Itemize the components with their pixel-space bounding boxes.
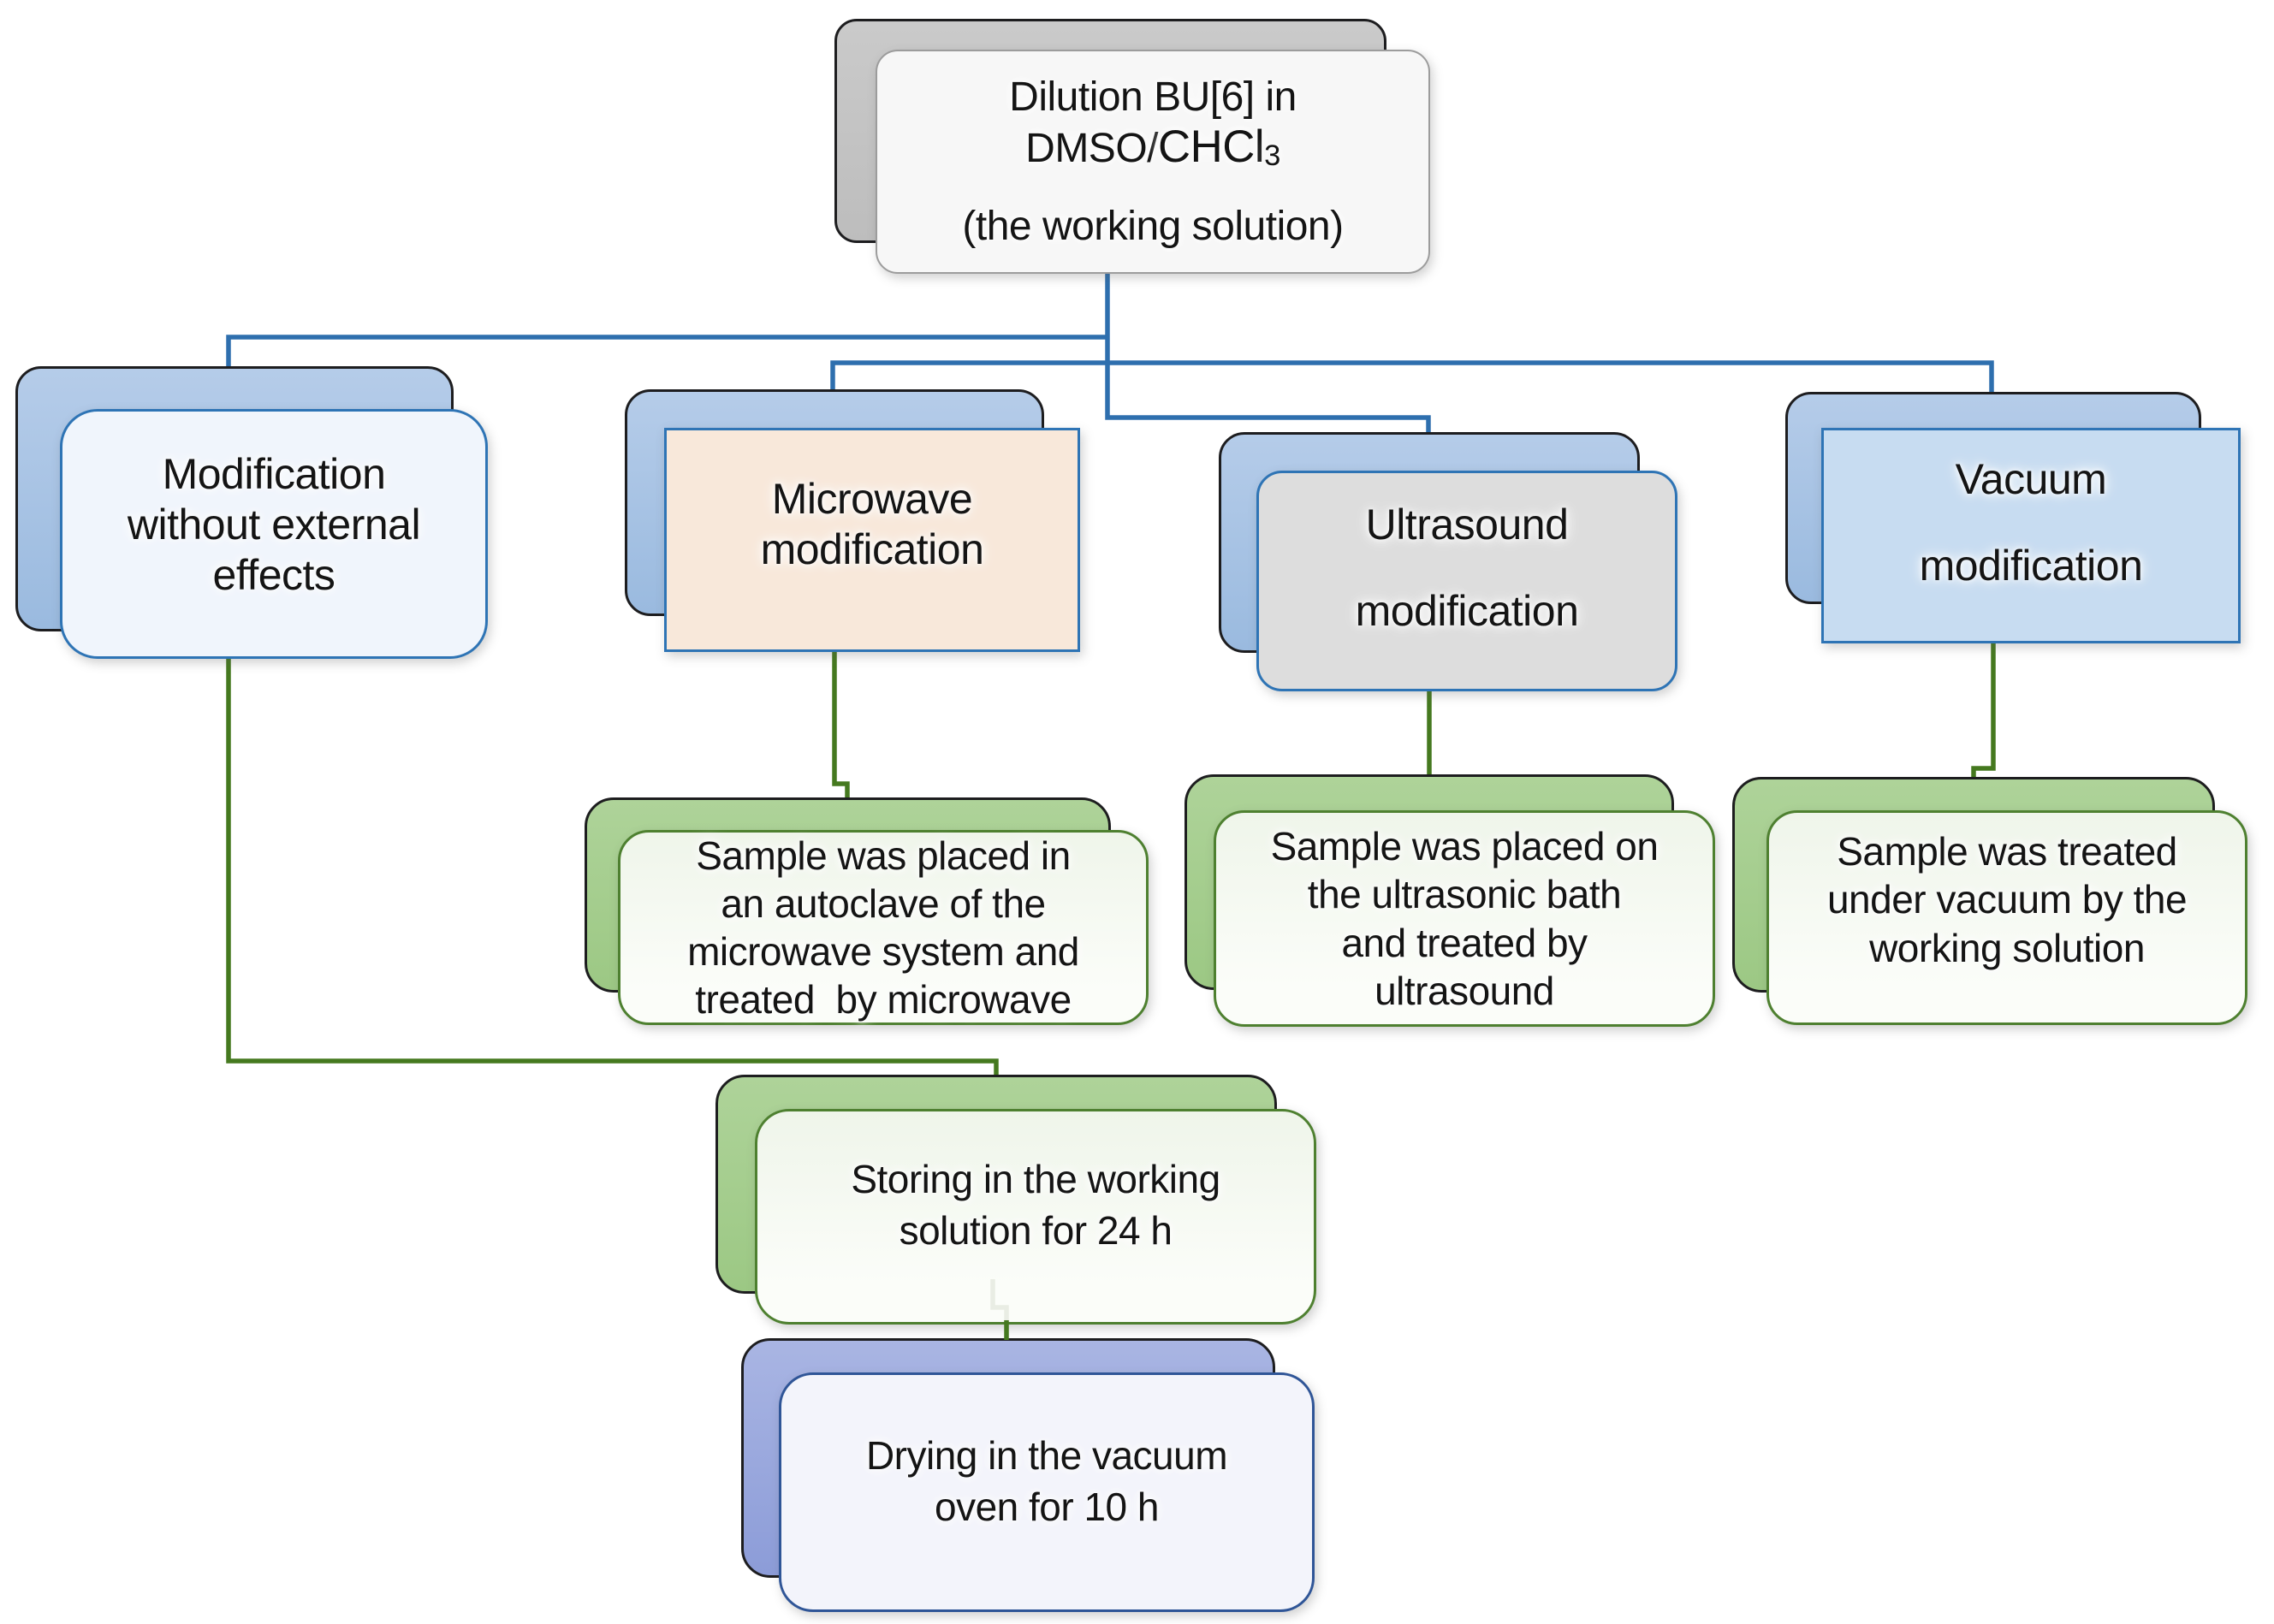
- connector-microwave-to-step: [832, 650, 850, 799]
- node-ultrasound-step: Sample was placed on the ultrasonic bath…: [1184, 774, 1719, 1030]
- dilution-subscript: 3: [1264, 139, 1280, 173]
- node-microwave-box: Microwave modification: [664, 428, 1080, 652]
- node-storing: Storing in the working solution for 24 h: [715, 1075, 1320, 1328]
- node-ultrasound-step-box: Sample was placed on the ultrasonic bath…: [1214, 810, 1715, 1027]
- node-ultrasound-label: Ultrasound modification: [1355, 501, 1579, 635]
- node-dilution-box: Dilution BU[6] in DMSO/CHCl3 (the workin…: [876, 50, 1430, 274]
- node-vacuum-step-label: Sample was treated under vacuum by the w…: [1826, 829, 2188, 970]
- connector-vacuum-to-step: [1971, 642, 1996, 779]
- node-drying: Drying in the vacuum oven for 10 h: [741, 1338, 1318, 1615]
- node-no-external: Modification without external effects: [15, 366, 491, 662]
- node-vacuum-step: Sample was treated under vacuum by the w…: [1732, 777, 2251, 1028]
- node-storing-box: Storing in the working solution for 24 h: [755, 1109, 1316, 1325]
- node-ultrasound-step-label: Sample was placed on the ultrasonic bath…: [1270, 824, 1659, 1013]
- node-drying-label: Drying in the vacuum oven for 10 h: [865, 1433, 1228, 1529]
- node-storing-label: Storing in the working solution for 24 h: [851, 1157, 1220, 1253]
- connector-dilution-to-ultrasound: [1105, 272, 1431, 435]
- node-microwave: Microwave modification: [625, 389, 1084, 655]
- node-ultrasound: Ultrasound modification: [1219, 432, 1681, 695]
- dilution-line2: DMSO/CHCl3: [1025, 122, 1280, 173]
- node-microwave-step-box: Sample was placed in an autoclave of the…: [618, 830, 1149, 1025]
- node-dilution: Dilution BU[6] in DMSO/CHCl3 (the workin…: [834, 19, 1434, 276]
- node-vacuum-label: Vacuum modification: [1919, 455, 2143, 590]
- node-microwave-step-label: Sample was placed in an autoclave of the…: [687, 833, 1079, 1022]
- dilution-line1: Dilution BU[6] in: [1009, 74, 1297, 120]
- node-drying-box: Drying in the vacuum oven for 10 h: [779, 1372, 1315, 1612]
- dilution-chemical: CHCl: [1158, 122, 1265, 173]
- node-no-external-box: Modification without external effects: [60, 409, 488, 659]
- node-dilution-label: Dilution BU[6] in DMSO/CHCl3 (the workin…: [962, 74, 1344, 251]
- node-no-external-label: Modification without external effects: [127, 449, 421, 599]
- node-microwave-step: Sample was placed in an autoclave of the…: [585, 797, 1152, 1028]
- dilution-line3: (the working solution): [962, 203, 1344, 249]
- node-ultrasound-box: Ultrasound modification: [1256, 471, 1677, 691]
- node-vacuum-step-box: Sample was treated under vacuum by the w…: [1766, 810, 2247, 1025]
- connector-dilution-to-no-external: [226, 335, 1107, 369]
- connector-dilution-to-microwave-and-vacuum: [830, 360, 1994, 392]
- node-vacuum: Vacuum modification: [1785, 392, 2244, 647]
- node-vacuum-box: Vacuum modification: [1821, 428, 2241, 643]
- node-microwave-label: Microwave modification: [760, 475, 984, 573]
